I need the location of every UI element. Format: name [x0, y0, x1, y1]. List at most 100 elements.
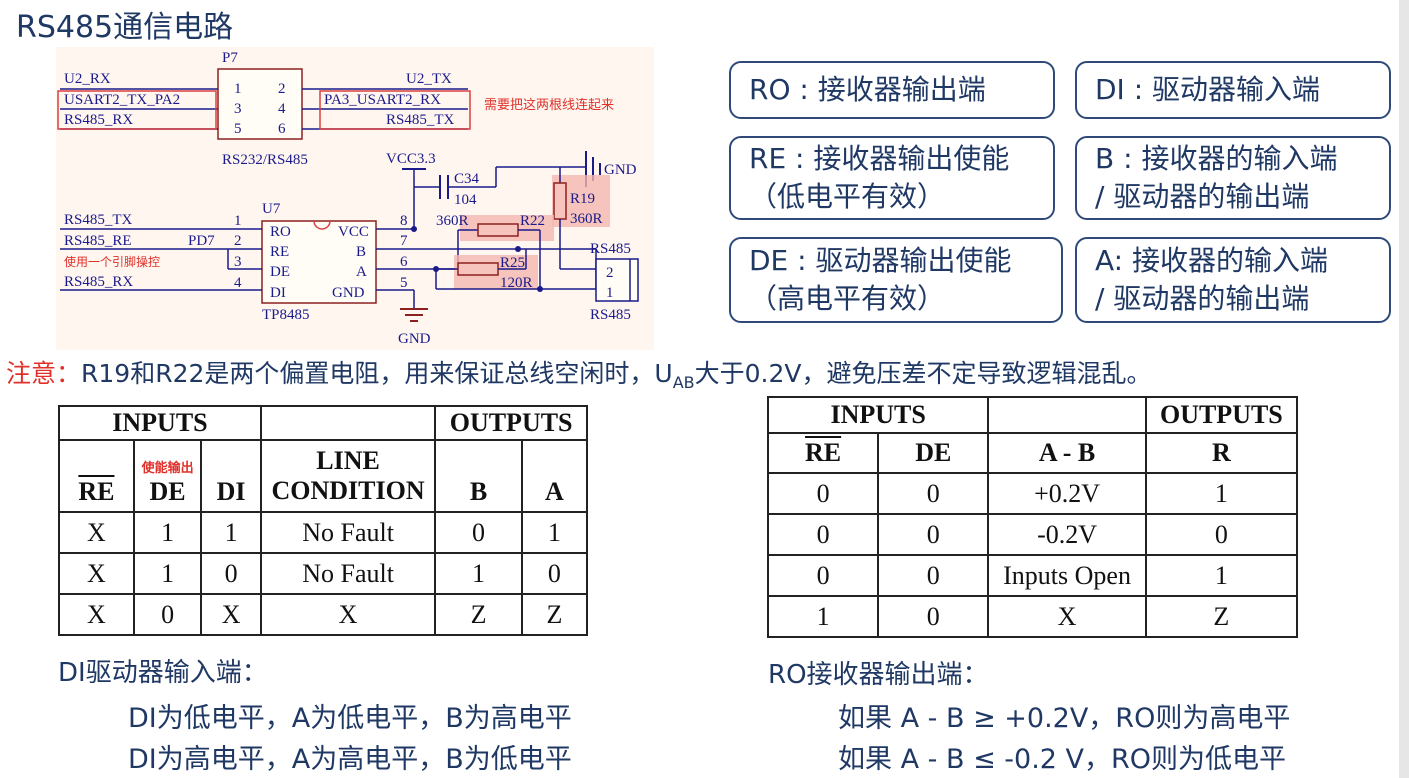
u7-body [261, 220, 377, 304]
receiver-h-r: R [1144, 432, 1299, 474]
conn-label-top: RS485 [590, 241, 631, 257]
cell: 0 [434, 511, 523, 554]
p7-ref: P7 [222, 50, 238, 66]
note-text2: 大于0.2V，避免压差不定导致逻辑混乱。 [694, 359, 1152, 388]
u7-num-3: 3 [234, 254, 242, 270]
ro-desc-line2: 如果 A - B ≤ -0.2 V，RO则为低电平 [838, 744, 1287, 775]
receiver-h-de: DE [877, 432, 990, 474]
cell: 0 [877, 595, 990, 638]
net-rs485re: RS485_RE [64, 233, 132, 249]
di-desc-line1: DI为低电平，A为低电平，B为高电平 [128, 703, 572, 734]
c34-val: 104 [454, 192, 477, 208]
cell: X [259, 593, 437, 636]
cell: 1 [200, 511, 262, 554]
table-row: X 0 X X Z Z [58, 593, 589, 636]
cell: 0 [520, 552, 589, 595]
driver-h-di: DI [200, 439, 262, 513]
receiver-outputs-header: OUTPUTS [1144, 396, 1299, 434]
c34-ref: C34 [454, 171, 480, 187]
receiver-h-re: RE [805, 438, 842, 467]
cell: +0.2V [987, 472, 1147, 515]
cell: Z [434, 593, 523, 636]
box-b: B : 接收器的输入端 / 驱动器的输出端 [1075, 136, 1391, 220]
r19-val: 360R [570, 211, 603, 227]
cell: X [987, 595, 1147, 638]
driver-de-note: 使能输出 [141, 461, 194, 476]
u7-num-2: 2 [234, 233, 242, 249]
note-text1: R19和R22是两个偏置电阻，用来保证总线空闲时，U [81, 359, 673, 388]
box-de-line2: （高电平有效） [749, 282, 946, 315]
cell: 0 [1144, 513, 1299, 556]
r22-ref: R22 [520, 213, 545, 229]
box-re: RE : 接收器输出使能 （低电平有效） [729, 136, 1055, 220]
di-desc-line2: DI为高电平，A为高电平，B为低电平 [128, 744, 572, 775]
cell: 1 [132, 552, 203, 595]
note-label: 注意： [6, 359, 82, 388]
box-ro-text: RO : 接收器输出端 [749, 73, 986, 106]
net-rs485rx: RS485_RX [64, 274, 133, 290]
cell: 0 [766, 472, 880, 515]
receiver-h-ab: A - B [987, 432, 1147, 474]
u7-num-6: 6 [400, 254, 408, 270]
p7-name: RS232/RS485 [222, 152, 308, 168]
p7-pin-6: 6 [278, 121, 286, 137]
note-sub: AB [672, 373, 695, 392]
box-de-line1: DE : 驱动器输出使能 [749, 244, 1012, 277]
cell: Z [520, 593, 589, 636]
cell: 0 [766, 554, 880, 597]
box-de: DE : 驱动器输出使能 （高电平有效） [729, 237, 1063, 323]
highlight-left [57, 90, 217, 130]
p7-pin-5: 5 [234, 121, 242, 137]
page-title: RS485通信电路 [16, 10, 234, 45]
p7-pin-4: 4 [278, 101, 286, 117]
box-b-line2: / 驱动器的输出端 [1095, 180, 1310, 213]
driver-h-line2: CONDITION [271, 476, 425, 505]
di-desc-head: DI驱动器输入端： [58, 658, 268, 688]
u7-pin-a: A [356, 264, 367, 280]
r25-ref: R25 [500, 255, 525, 271]
cell: 1 [132, 511, 203, 554]
driver-inputs-header: INPUTS [58, 405, 262, 441]
table-row: X 1 0 No Fault 1 0 [58, 552, 589, 595]
gnd-bottom: GND [398, 331, 431, 347]
net-rs485rx-top: RS485_RX [64, 112, 133, 128]
u7-num-1: 1 [234, 213, 242, 229]
cell: 1 [520, 511, 589, 554]
cell: -0.2V [987, 513, 1147, 556]
box-re-line2: （低电平有效） [749, 180, 946, 213]
r25-highlight [454, 255, 538, 289]
net-rs485tx: RS485_TX [64, 212, 133, 228]
cell: 1 [766, 595, 880, 638]
driver-outputs-header: OUTPUTS [434, 405, 588, 441]
driver-h-line1: LINE [316, 446, 380, 475]
box-ro: RO : 接收器输出端 [729, 61, 1055, 119]
scrollbar[interactable] [1399, 0, 1409, 778]
cell: Inputs Open [987, 554, 1147, 597]
cell: Z [1144, 595, 1299, 638]
bias-note: 注意：R19和R22是两个偏置电阻，用来保证总线空闲时，UAB大于0.2V，避免… [6, 354, 1151, 392]
p7-pin-1: 1 [234, 81, 242, 97]
u7-num-7: 7 [400, 233, 408, 249]
connect-note: 需要把这两根线连起来 [484, 97, 614, 113]
gnd-top: GND [604, 162, 637, 178]
cell: 1 [434, 552, 523, 595]
table-row: 0 0 -0.2V 0 [766, 513, 1299, 556]
cell: 0 [132, 593, 203, 636]
cell: No Fault [259, 552, 437, 595]
u7-pin-b: B [356, 244, 366, 260]
net-pa3: PA3_USART2_RX [324, 92, 441, 108]
cell: 0 [200, 552, 262, 595]
table-row: X 1 1 No Fault 0 1 [58, 511, 589, 554]
receiver-truth-table: INPUTS OUTPUTS RE DE A - B R 0 0 +0.2V 1… [766, 396, 1299, 638]
p7-pin-3: 3 [234, 101, 242, 117]
schematic-panel: P7 RS232/RS485 1 3 5 2 4 6 U2_RX USART2_… [56, 47, 654, 350]
net-pd7: PD7 [188, 233, 215, 249]
highlight-right [319, 90, 471, 130]
r22-val: 360R [436, 213, 469, 229]
u7-num-5: 5 [400, 275, 408, 291]
p7-pin-2: 2 [278, 81, 286, 97]
u7-pin-di: DI [270, 285, 286, 301]
box-di: DI : 驱动器输入端 [1075, 61, 1391, 119]
conn-pin-2: 2 [606, 265, 614, 281]
